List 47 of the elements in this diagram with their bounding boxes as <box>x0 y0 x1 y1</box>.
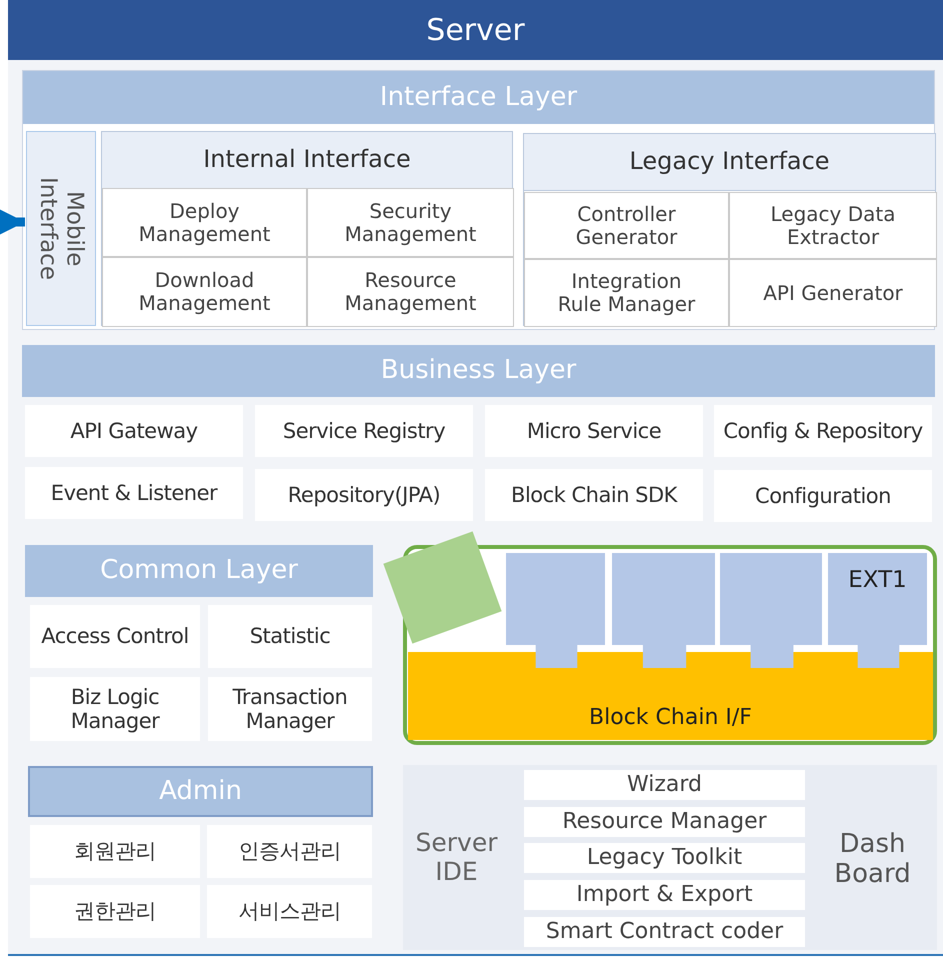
layer-band: Business Layer <box>22 345 935 397</box>
group-heading: Server IDE <box>414 826 498 888</box>
module-box: Micro Service <box>485 405 703 457</box>
module-box: Service Registry <box>255 405 473 457</box>
interface-panel <box>101 131 513 326</box>
title-bar: Server <box>8 0 943 60</box>
module-box: API Generator <box>729 259 937 327</box>
group-heading: Legacy Interface <box>524 134 935 191</box>
tool-item: Resource Manager <box>524 807 805 837</box>
layer-band: Admin <box>28 766 373 817</box>
module-box: Transaction Manager <box>208 677 372 741</box>
module-box: Legacy Data Extractor <box>729 192 937 259</box>
tool-item: Smart Contract coder <box>524 917 805 947</box>
module-box: Config & Repository <box>714 405 932 457</box>
module-box: 회원관리 <box>30 825 200 878</box>
interface-box: Mobile Interface <box>26 131 96 326</box>
platform-tab <box>720 553 822 668</box>
module-box: Resource Management <box>307 257 514 327</box>
platform-tab <box>612 553 715 668</box>
module-box: 서비스관리 <box>207 885 372 938</box>
interface-bar: Block Chain I/F <box>408 652 933 740</box>
dashboard-label: Dash Board <box>810 780 935 940</box>
module-box: 권한관리 <box>30 885 200 938</box>
module-box: Event & Listener <box>25 467 243 519</box>
tool-item: Wizard <box>524 770 805 800</box>
module-box: 인증서관리 <box>207 825 372 878</box>
module-box: Block Chain SDK <box>485 469 703 521</box>
module-box: Download Management <box>102 257 307 327</box>
module-box: Access Control <box>30 605 200 668</box>
group-heading: Internal Interface <box>102 132 512 189</box>
module-box: Controller Generator <box>524 192 729 259</box>
module-box: API Gateway <box>25 405 243 457</box>
interface-panel <box>523 133 936 326</box>
platform-tab <box>506 553 605 668</box>
tool-item: Import & Export <box>524 880 805 910</box>
module-box: Repository(JPA) <box>255 469 473 521</box>
layer-band: Common Layer <box>25 545 373 597</box>
module-box: Deploy Management <box>102 188 307 257</box>
tool-item: Legacy Toolkit <box>524 843 805 873</box>
module-box: Configuration <box>714 470 932 522</box>
module-box: Biz Logic Manager <box>30 677 200 741</box>
module-box: Security Management <box>307 188 514 257</box>
module-box: Statistic <box>208 605 372 668</box>
layer-heading: Interface Layer <box>378 80 578 114</box>
module-box: Integration Rule Manager <box>524 259 729 327</box>
layer-panel <box>22 70 935 330</box>
platform-tab: EXT1 <box>828 553 927 668</box>
